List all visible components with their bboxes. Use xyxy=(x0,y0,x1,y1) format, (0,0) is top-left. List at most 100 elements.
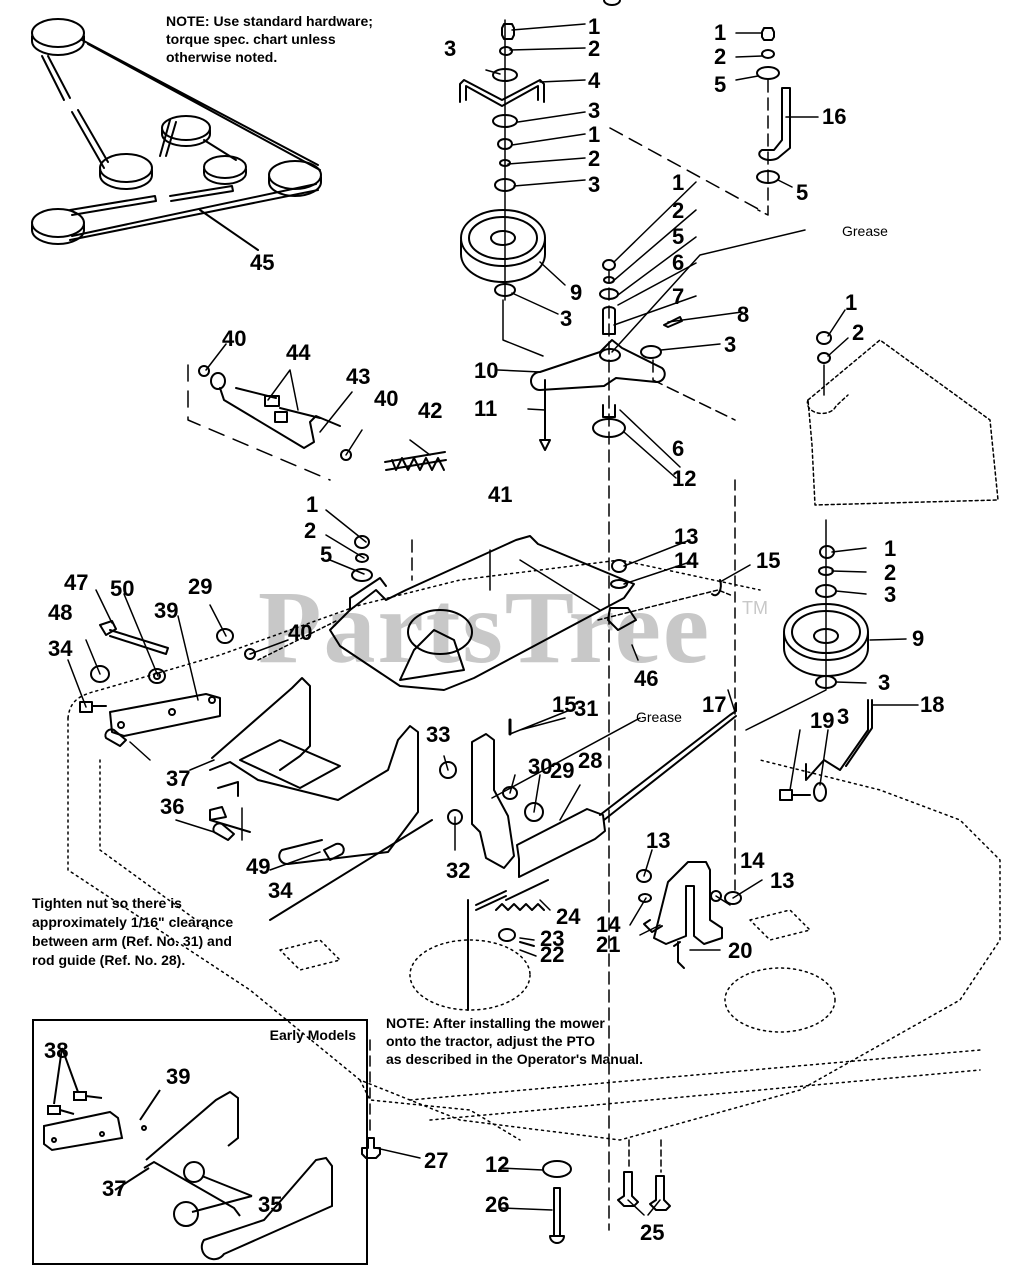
callout-24[interactable]: 24 xyxy=(556,904,581,929)
callout-1[interactable]: 1 xyxy=(884,536,896,561)
callout-40[interactable]: 40 xyxy=(222,326,246,351)
callout-23[interactable]: 23 xyxy=(540,926,564,951)
callout-18[interactable]: 18 xyxy=(920,692,944,717)
callout-27[interactable]: 27 xyxy=(424,1148,448,1173)
callout-6[interactable]: 6 xyxy=(672,250,684,275)
callout-2[interactable]: 2 xyxy=(672,198,684,223)
callout-39[interactable]: 39 xyxy=(166,1064,190,1089)
callout-2[interactable]: 2 xyxy=(588,36,600,61)
bottom-fasteners-drawing xyxy=(361,1039,671,1244)
pivot-bracket-drawing xyxy=(329,535,734,691)
callout-2[interactable]: 2 xyxy=(714,44,726,69)
callout-34[interactable]: 34 xyxy=(48,636,73,661)
note-hardware-line-2: torque spec. chart unless xyxy=(166,31,336,47)
callout-7[interactable]: 7 xyxy=(672,284,684,309)
callout-1[interactable]: 1 xyxy=(714,20,726,45)
callout-1[interactable]: 1 xyxy=(588,122,600,147)
callout-12[interactable]: 12 xyxy=(672,466,696,491)
callout-42[interactable]: 42 xyxy=(418,398,442,423)
callout-1[interactable]: 1 xyxy=(306,492,318,517)
callout-40[interactable]: 40 xyxy=(288,620,312,645)
callout-15[interactable]: 15 xyxy=(552,692,576,717)
callout-6[interactable]: 6 xyxy=(672,436,684,461)
callout-3[interactable]: 3 xyxy=(588,98,600,123)
early-models-drawing xyxy=(43,1047,333,1261)
callout-36[interactable]: 36 xyxy=(160,794,184,819)
callout-31[interactable]: 31 xyxy=(574,696,598,721)
callout-2[interactable]: 2 xyxy=(588,146,600,171)
callout-1[interactable]: 1 xyxy=(845,290,857,315)
callout-16[interactable]: 16 xyxy=(822,104,846,129)
callout-39[interactable]: 39 xyxy=(154,598,178,623)
callout-3[interactable]: 3 xyxy=(878,670,890,695)
callout-3[interactable]: 3 xyxy=(588,172,600,197)
callout-37[interactable]: 37 xyxy=(102,1176,126,1201)
note-clearance-line-3: between arm (Ref. No. 31) and xyxy=(32,933,232,949)
callout-44[interactable]: 44 xyxy=(286,340,311,365)
callout-49[interactable]: 49 xyxy=(246,854,270,879)
callout-12[interactable]: 12 xyxy=(485,1152,509,1177)
callout-13[interactable]: 13 xyxy=(770,868,794,893)
note-hardware-line-3: otherwise noted. xyxy=(166,49,278,65)
callout-17[interactable]: 17 xyxy=(702,692,726,717)
callout-33[interactable]: 33 xyxy=(426,722,450,747)
callout-11[interactable]: 11 xyxy=(474,396,497,421)
note-pto-line-2: onto the tractor, adjust the PTO xyxy=(386,1033,595,1049)
callout-5[interactable]: 5 xyxy=(320,542,332,567)
callout-29[interactable]: 29 xyxy=(188,574,212,599)
callout-5[interactable]: 5 xyxy=(672,224,684,249)
callout-8[interactable]: 8 xyxy=(737,302,749,327)
callout-50[interactable]: 50 xyxy=(110,576,134,601)
callout-37[interactable]: 37 xyxy=(166,766,190,791)
callout-4[interactable]: 4 xyxy=(588,68,601,93)
callout-48[interactable]: 48 xyxy=(48,600,72,625)
callout-2[interactable]: 2 xyxy=(304,518,316,543)
callout-30[interactable]: 30 xyxy=(528,754,552,779)
callout-25[interactable]: 25 xyxy=(640,1220,664,1245)
callout-46[interactable]: 46 xyxy=(634,666,658,691)
callout-9[interactable]: 9 xyxy=(912,626,924,651)
callout-14[interactable]: 14 xyxy=(674,548,699,573)
callout-43[interactable]: 43 xyxy=(346,364,370,389)
callout-38[interactable]: 38 xyxy=(44,1038,68,1063)
grease-label-top: Grease xyxy=(842,223,888,239)
rod-guide-bracket-drawing xyxy=(636,861,742,969)
callout-26[interactable]: 26 xyxy=(485,1192,509,1217)
callout-28[interactable]: 28 xyxy=(578,748,602,773)
callout-3[interactable]: 3 xyxy=(560,306,572,331)
callout-20[interactable]: 20 xyxy=(728,938,752,963)
callout-3[interactable]: 3 xyxy=(724,332,736,357)
callout-29[interactable]: 29 xyxy=(550,758,574,783)
callout-15[interactable]: 15 xyxy=(756,548,780,573)
note-clearance: Tighten nut so there is approximately 1/… xyxy=(32,894,233,970)
callout-13[interactable]: 13 xyxy=(646,828,670,853)
callout-21[interactable]: 21 xyxy=(596,932,620,957)
callout-22[interactable]: 22 xyxy=(540,942,564,967)
callout-13[interactable]: 13 xyxy=(674,524,698,549)
callout-5[interactable]: 5 xyxy=(714,72,726,97)
linkage-rod-drawing xyxy=(187,364,447,481)
center-pulley-stack-drawing xyxy=(459,19,546,357)
callout-14[interactable]: 14 xyxy=(596,912,621,937)
callout-1[interactable]: 1 xyxy=(672,170,684,195)
callout-1[interactable]: 1 xyxy=(588,14,600,39)
callout-32[interactable]: 32 xyxy=(446,858,470,883)
callout-45[interactable]: 45 xyxy=(250,250,274,275)
callout-2[interactable]: 2 xyxy=(884,560,896,585)
callout-41[interactable]: 41 xyxy=(488,482,512,507)
callout-3[interactable]: 3 xyxy=(884,582,896,607)
callout-3[interactable]: 3 xyxy=(444,36,456,61)
drive-belt-drawing xyxy=(31,18,322,251)
callout-2[interactable]: 2 xyxy=(852,320,864,345)
callout-34[interactable]: 34 xyxy=(268,878,293,903)
callout-14[interactable]: 14 xyxy=(740,848,765,873)
callout-10[interactable]: 10 xyxy=(474,358,498,383)
callout-47[interactable]: 47 xyxy=(64,570,88,595)
callout-5[interactable]: 5 xyxy=(796,180,808,205)
inset-title: Early Models xyxy=(269,1027,356,1043)
callout-40[interactable]: 40 xyxy=(374,386,398,411)
callout-9[interactable]: 9 xyxy=(570,280,582,305)
callout-3[interactable]: 3 xyxy=(837,704,849,729)
callout-19[interactable]: 19 xyxy=(810,708,834,733)
